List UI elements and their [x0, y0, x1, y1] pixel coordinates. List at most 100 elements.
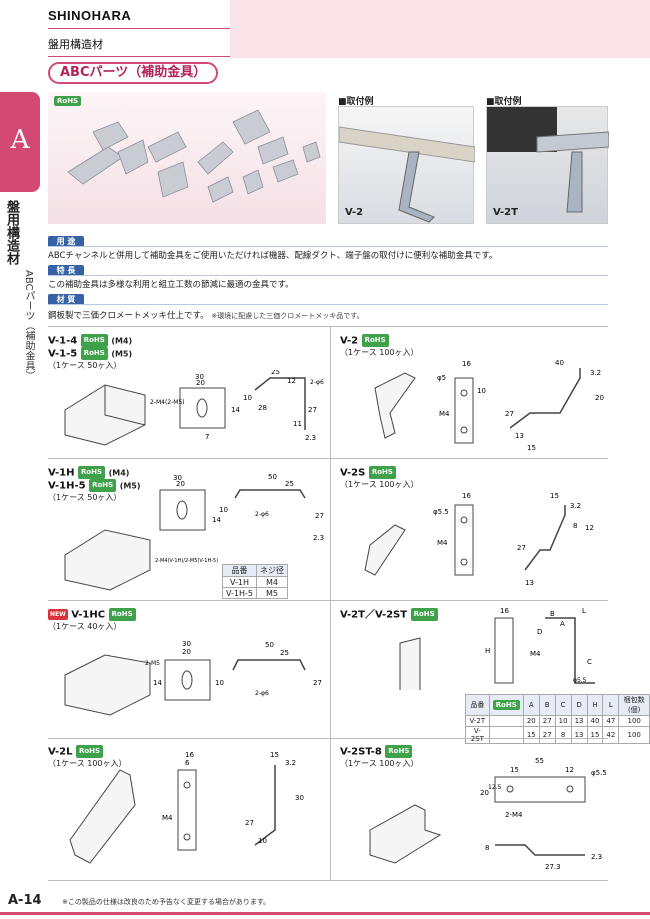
grid-line: [48, 600, 608, 601]
dim-label: 2-φ6: [310, 379, 324, 386]
table-cell: 40: [586, 715, 604, 727]
dim-label: 12: [585, 524, 594, 532]
dim-label: 27: [313, 679, 322, 687]
dim-label: 27: [308, 406, 317, 414]
table-cell: 8: [554, 726, 572, 744]
dim-label: 12: [565, 766, 574, 774]
product-photo: RoHS: [48, 92, 326, 224]
product-v1-4: V-1-4 RoHS (M4) V-1-5 RoHS (M5) （1ケース 50…: [48, 334, 132, 371]
table-cell: 27: [538, 726, 556, 744]
dim-label: 27: [505, 410, 514, 418]
side-tab[interactable]: [0, 92, 40, 192]
v2s-drawing: 16 φ5.5 M4 15 3.2 12 27 8 13: [364, 492, 594, 587]
product-spec: (M5): [111, 349, 133, 359]
grid-line: [48, 326, 608, 327]
product-v2: V-2 RoHS （1ケース 100ヶ入）: [340, 334, 419, 358]
pack-qty: （1ケース 100ヶ入）: [340, 480, 419, 489]
rohs-badge: RoHS: [77, 466, 106, 479]
rohs-badge: RoHS: [54, 96, 82, 106]
header-rule: [48, 56, 230, 57]
side-tab-letter: A: [10, 125, 30, 155]
dim-label: 25: [271, 370, 280, 376]
footer-rule: [0, 912, 650, 915]
product-name: V-2ST-8: [340, 746, 382, 758]
new-badge: NEW: [48, 609, 68, 620]
dim-label: 20: [196, 379, 205, 387]
dim-label: 16: [462, 360, 471, 368]
dim-label: 2-φ6: [255, 690, 269, 697]
table-header: A: [522, 694, 540, 716]
table-header: H: [586, 694, 604, 716]
dim-label: 20: [176, 480, 185, 488]
example-label-v2t: V-2T: [493, 207, 518, 218]
product-v2t: V-2T／V-2ST RoHS: [340, 608, 438, 621]
dim-label: L: [582, 608, 586, 615]
table-cell: 27: [538, 715, 556, 727]
section-text-material: 鋼板製で三価クロメートメッキ仕上です。 ※環境に配慮した三価クロメートメッキ品で…: [48, 309, 364, 321]
dim-label: 16: [500, 608, 509, 615]
grid-line: [48, 738, 608, 739]
dim-label: 27: [315, 512, 324, 520]
dim-label: 20: [480, 789, 489, 797]
dim-label: M4: [437, 539, 448, 547]
dim-label: 30: [195, 373, 204, 381]
dim-label: φ5.5: [573, 677, 587, 684]
dim-label: 30: [173, 474, 182, 482]
pack-qty: （1ケース 100ヶ入）: [340, 348, 419, 357]
table-header: 品番: [465, 694, 490, 716]
din-rail-v2t-illustration: [487, 107, 609, 213]
product-name: V-1HC: [71, 609, 106, 621]
dim-label: 20: [595, 394, 604, 402]
dim-label: A: [560, 620, 565, 628]
dim-label: 6: [185, 759, 190, 767]
grid-line: [48, 880, 608, 881]
dim-label: 15: [527, 444, 536, 452]
dim-label: 15: [510, 766, 519, 774]
table-cell: 20: [522, 715, 540, 727]
v2t-drawing: 16 B L A D H M4 C φ5.5: [399, 608, 595, 690]
table-header: D: [570, 694, 588, 716]
dim-label: 12: [287, 377, 296, 385]
example-photo-v2: V-2: [338, 106, 475, 224]
dim-label: M4: [162, 814, 173, 822]
v1hc-drawing: 30 20 2-M5 50 25 2-φ6 14 27 10: [64, 640, 322, 716]
product-spec: (M4): [111, 336, 133, 346]
table-header: 梱包数(個): [618, 694, 650, 716]
table-header: B: [538, 694, 556, 716]
v2l-drawing: 16 6 M4 15 3.2 30 27 10: [69, 751, 304, 864]
dim-label: M4: [530, 650, 541, 658]
page-title: ABCパーツ（補助金具）: [48, 62, 219, 84]
dim-label: 13: [525, 579, 534, 587]
table-cell: 15: [522, 726, 540, 744]
dim-label: 10: [215, 679, 224, 687]
product-name: V-2L: [48, 746, 73, 758]
dim-label: 2-M5: [145, 660, 160, 667]
product-name: V-1H-5: [48, 480, 86, 492]
dim-label: 2-M4(V-1H)/2-M5(V-1H-5): [155, 558, 218, 564]
dim-label: D: [537, 628, 542, 636]
dim-label: H: [485, 647, 490, 655]
dim-label: 11: [293, 420, 302, 428]
dim-label: 15: [270, 751, 279, 759]
product-v2s: V-2S RoHS （1ケース 100ヶ入）: [340, 466, 419, 490]
section-text-feature: この補助金具は多様な利用と組立工数の節減に最適の金具です。: [48, 280, 294, 290]
product-name: V-1-5: [48, 348, 78, 360]
section-rule: [48, 275, 608, 276]
v1-4-drawing: 30 20 2-M4(2-M5) 7 25 12 2-φ6 28 11 2.3 …: [64, 370, 324, 446]
dim-label: 25: [280, 649, 289, 657]
section-rule: [48, 304, 608, 305]
product-v1hc: NEW V-1HC RoHS （1ケース 40ヶ入）: [48, 608, 136, 632]
table-cell: V-1H: [222, 576, 257, 588]
grid-line: [330, 326, 331, 881]
product-name: V-2T／V-2ST: [340, 609, 408, 621]
rohs-badge: RoHS: [80, 347, 108, 360]
table-cell: V-2ST: [465, 726, 490, 744]
dim-label: 14: [231, 406, 240, 414]
product-name: V-1H: [48, 467, 75, 479]
dim-label: 16: [462, 492, 471, 500]
rohs-badge: RoHS: [492, 700, 520, 710]
table-cell: 42: [602, 726, 620, 744]
dim-label: 55: [535, 757, 544, 765]
table-cell: 10: [554, 715, 572, 727]
